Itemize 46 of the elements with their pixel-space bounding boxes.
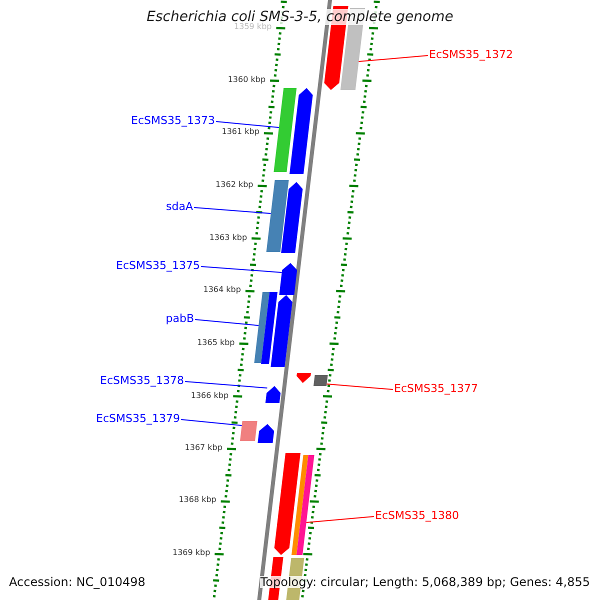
gene-block bbox=[258, 424, 274, 443]
tick-label: 1365 kbp bbox=[197, 339, 235, 347]
tick-label: 1364 kbp bbox=[203, 286, 241, 294]
tick-label: 1362 kbp bbox=[216, 181, 254, 189]
gene-block bbox=[296, 455, 314, 555]
gene-label: sdaA bbox=[166, 201, 193, 212]
leader-line bbox=[200, 266, 282, 273]
tick-label: 1369 kbp bbox=[172, 549, 210, 557]
gene-label: pabB bbox=[166, 313, 194, 324]
gene-label: EcSMS35_1380 bbox=[375, 510, 459, 521]
leader-line bbox=[180, 419, 242, 426]
gene-block bbox=[261, 292, 278, 364]
tick-label: 1367 kbp bbox=[184, 444, 222, 452]
genome-info-text: Topology: circular; Length: 5,068,389 bp; Genes: 4,855 bbox=[260, 576, 590, 588]
tick-label: 1366 kbp bbox=[190, 392, 229, 400]
tick-label: 1361 kbp bbox=[222, 128, 260, 136]
gene-block bbox=[296, 373, 311, 383]
gene-block bbox=[265, 386, 281, 403]
gene-block bbox=[292, 455, 308, 555]
leader-line bbox=[326, 384, 394, 390]
tick-label: 1368 kbp bbox=[178, 496, 216, 504]
gene-block bbox=[274, 88, 297, 172]
tick-label: 1359 kbp bbox=[234, 23, 272, 31]
accession-text: Accession: NC_010498 bbox=[9, 576, 146, 588]
leader-line bbox=[358, 55, 428, 62]
leader-line bbox=[306, 516, 374, 523]
gene-label: EcSMS35_1379 bbox=[96, 413, 180, 424]
gene-block bbox=[281, 182, 303, 253]
gene-block bbox=[274, 453, 300, 555]
leader-line bbox=[184, 381, 268, 388]
leader-line bbox=[216, 121, 280, 128]
gene-label: EcSMS35_1373 bbox=[131, 115, 215, 126]
gene-block bbox=[290, 88, 313, 174]
leader-line bbox=[194, 319, 260, 326]
leader-line bbox=[194, 207, 272, 214]
gene-label: EcSMS35_1375 bbox=[116, 260, 200, 271]
gene-block bbox=[279, 263, 298, 295]
tick-label: 1363 kbp bbox=[209, 234, 248, 242]
gene-block bbox=[240, 421, 258, 441]
gene-block bbox=[314, 375, 328, 386]
gene-label: EcSMS35_1372 bbox=[429, 49, 513, 60]
tick-label: 1360 kbp bbox=[228, 76, 266, 84]
gene-label: EcSMS35_1377 bbox=[394, 383, 478, 394]
gene-label: EcSMS35_1378 bbox=[100, 375, 184, 386]
gene-block bbox=[254, 292, 270, 363]
gene-block bbox=[266, 180, 289, 252]
